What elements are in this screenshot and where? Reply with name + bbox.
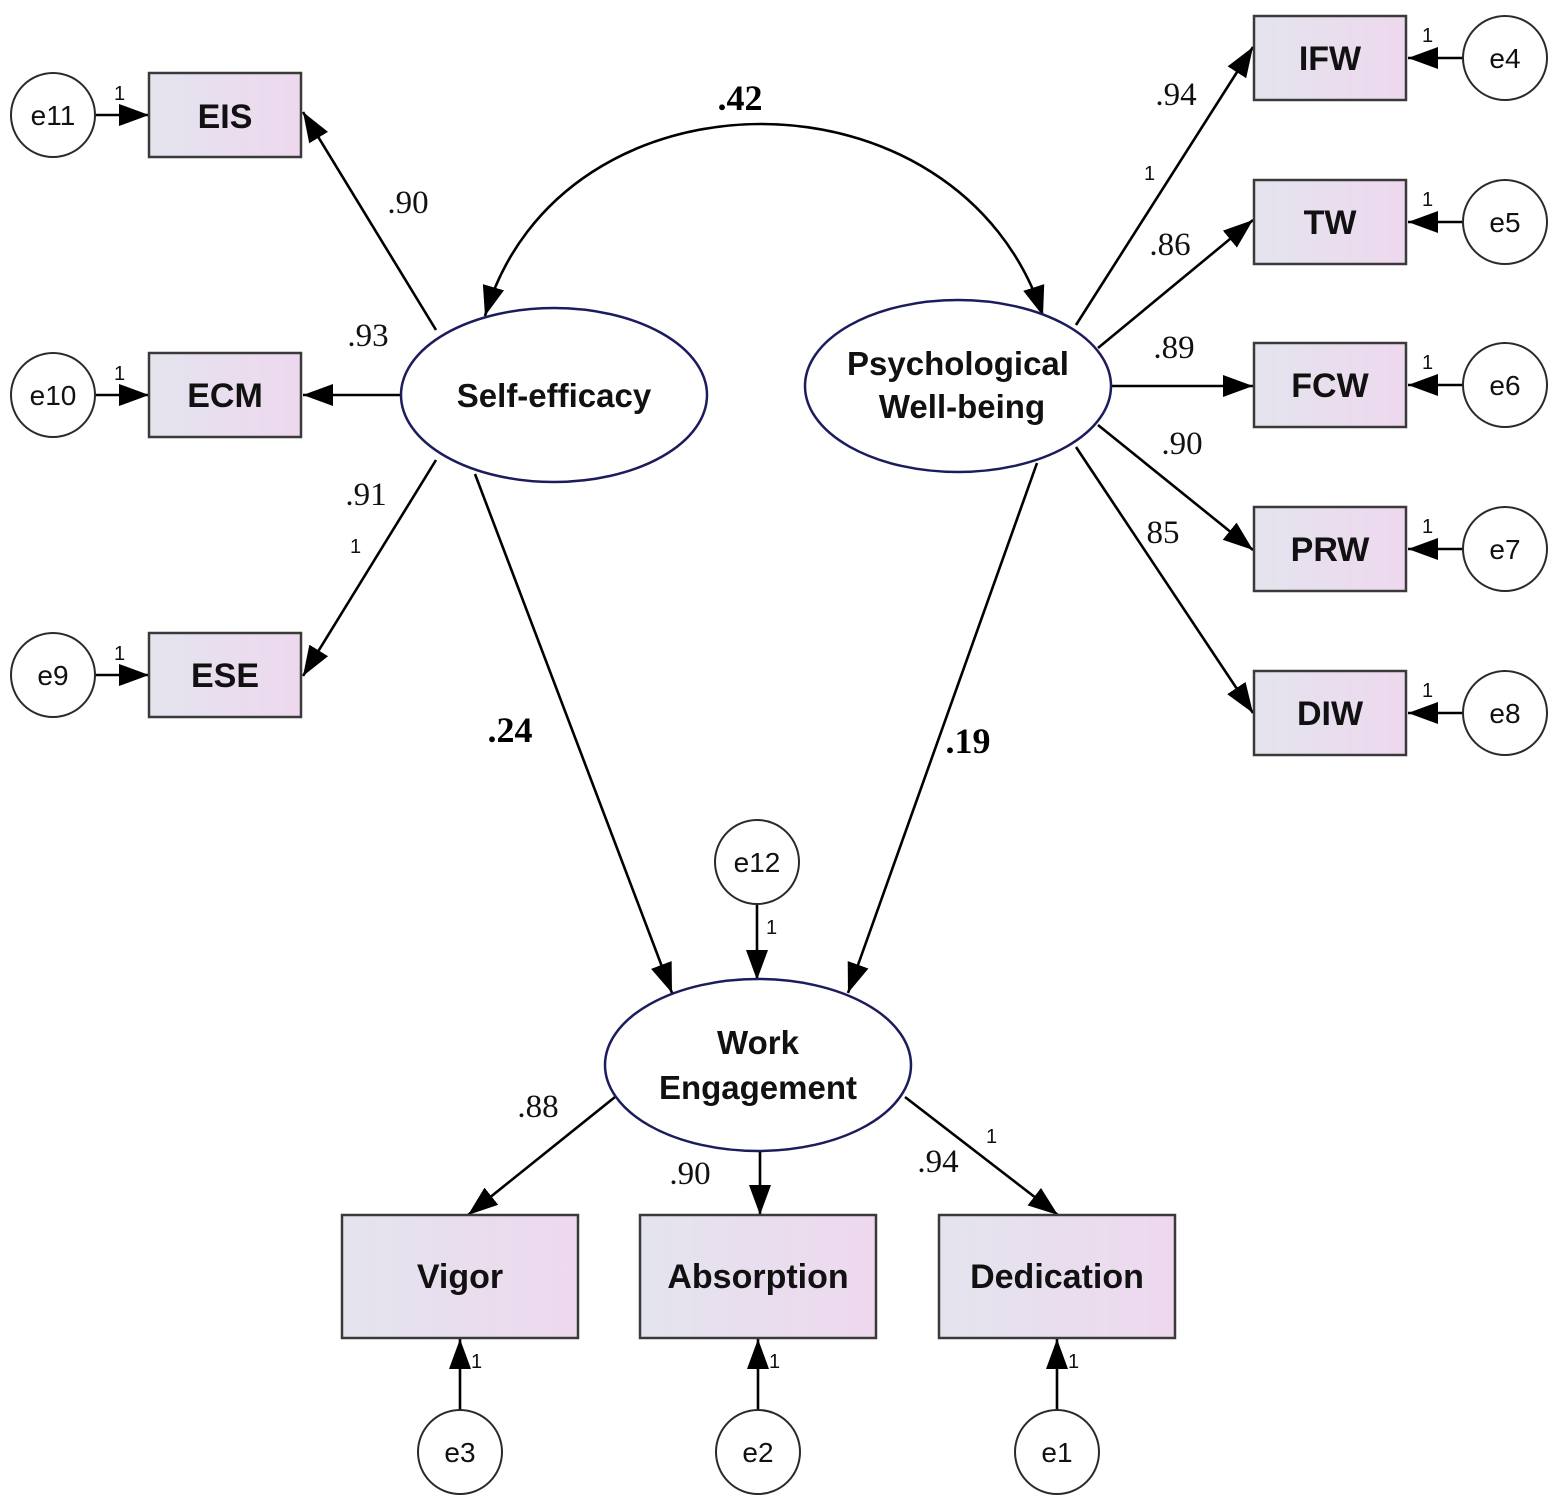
arrow-pwb-we	[846, 462, 1039, 994]
coef-pwb-we: .19	[946, 721, 991, 761]
coef-fcw: .89	[1153, 330, 1194, 366]
svg-text:Vigor: Vigor	[417, 1258, 503, 1296]
svg-text:Self-efficacy: Self-efficacy	[457, 377, 652, 414]
error-e1: e1	[1014, 1409, 1100, 1495]
error-e2: e2	[715, 1409, 801, 1495]
fixed-label-e12: 1	[766, 917, 777, 939]
indicator-ecm: ECM	[147, 351, 303, 439]
svg-text:e12: e12	[734, 847, 781, 878]
fixed-label-e2: 1	[769, 1351, 780, 1373]
coef-covariance: .42	[718, 78, 763, 118]
fixed-label-e10: 1	[114, 363, 125, 385]
svg-text:DIW: DIW	[1297, 695, 1364, 733]
fixed-label-e3: 1	[471, 1351, 482, 1373]
svg-text:TW: TW	[1304, 204, 1358, 242]
svg-text:e9: e9	[37, 660, 68, 691]
latent-work-engagement: Work Engagement	[603, 977, 913, 1153]
coef-prw: .90	[1161, 426, 1202, 462]
arrow-pwb-ifw	[1074, 46, 1255, 326]
error-e5: e5	[1462, 179, 1548, 265]
fixed-label-ese-loading: 1	[350, 536, 361, 558]
indicator-diw: DIW	[1252, 669, 1408, 757]
error-e8: e8	[1462, 670, 1548, 756]
svg-text:e6: e6	[1489, 370, 1520, 401]
error-e12: e12	[714, 819, 800, 905]
coef-vigor: .88	[517, 1089, 558, 1125]
fixed-label-e7: 1	[1422, 516, 1433, 538]
fixed-label-e8: 1	[1422, 680, 1433, 702]
arrow-pwb-tw	[1097, 218, 1254, 350]
covariance-arc	[482, 122, 1045, 317]
indicator-eis: EIS	[147, 71, 303, 159]
svg-text:FCW: FCW	[1291, 367, 1369, 405]
coef-absorption: .90	[669, 1156, 710, 1192]
arrow-se-ese	[301, 459, 438, 677]
arrow-we-vigor	[467, 1095, 616, 1217]
svg-text:e1: e1	[1041, 1437, 1072, 1468]
fixed-label-ifw-loading: 1	[1144, 163, 1155, 185]
svg-text:IFW: IFW	[1299, 40, 1362, 78]
latent-psychological-well-being: Psychological Well-being	[803, 298, 1113, 474]
svg-text:Engagement: Engagement	[659, 1069, 857, 1106]
error-e6: e6	[1462, 342, 1548, 428]
arrow-pwb-prw	[1097, 423, 1254, 552]
arrow-se-eis	[301, 111, 438, 331]
coef-ecm: .93	[347, 318, 388, 354]
svg-text:ECM: ECM	[187, 377, 263, 415]
svg-text:e8: e8	[1489, 698, 1520, 729]
svg-text:Dedication: Dedication	[970, 1258, 1144, 1296]
svg-text:EIS: EIS	[198, 98, 253, 136]
latent-self-efficacy: Self-efficacy	[399, 306, 709, 484]
svg-text:e2: e2	[742, 1437, 773, 1468]
svg-text:Psychological: Psychological	[847, 345, 1069, 382]
fixed-label-e9: 1	[114, 643, 125, 665]
arrow-se-we	[473, 473, 674, 994]
svg-text:e4: e4	[1489, 43, 1520, 74]
arrow-pwb-diw	[1074, 446, 1255, 714]
indicator-ifw: IFW	[1252, 14, 1408, 102]
error-e4: e4	[1462, 15, 1548, 101]
indicator-vigor: Vigor	[340, 1213, 580, 1340]
indicator-dedication: Dedication	[937, 1213, 1177, 1340]
fixed-label-e4: 1	[1422, 25, 1433, 47]
fixed-label-dedication-loading: 1	[986, 1126, 997, 1148]
coef-se-we: .24	[488, 710, 533, 750]
coef-dedication: .94	[917, 1144, 958, 1180]
indicator-ese: ESE	[147, 631, 303, 719]
error-e3: e3	[417, 1409, 503, 1495]
svg-text:e11: e11	[31, 100, 76, 131]
svg-text:e5: e5	[1489, 207, 1520, 238]
svg-text:e3: e3	[444, 1437, 475, 1468]
indicator-prw: PRW	[1252, 505, 1408, 593]
indicator-tw: TW	[1252, 178, 1408, 266]
svg-text:Work: Work	[717, 1024, 800, 1061]
svg-text:Absorption: Absorption	[667, 1258, 848, 1296]
coef-ese: .91	[345, 477, 386, 513]
svg-text:ESE: ESE	[191, 657, 259, 695]
svg-text:e10: e10	[30, 380, 77, 411]
svg-text:PRW: PRW	[1291, 531, 1371, 569]
fixed-label-e1: 1	[1068, 1351, 1079, 1373]
error-e10: e10	[10, 352, 96, 438]
fixed-label-e5: 1	[1422, 189, 1433, 211]
fixed-label-e6: 1	[1422, 352, 1433, 374]
indicator-absorption: Absorption	[638, 1213, 878, 1340]
coef-tw: .86	[1149, 227, 1190, 263]
coef-ifw: .94	[1155, 77, 1196, 113]
arrow-we-dedication	[904, 1095, 1059, 1217]
coef-diw: 85	[1147, 515, 1180, 551]
indicator-fcw: FCW	[1252, 341, 1408, 429]
svg-text:e7: e7	[1489, 534, 1520, 565]
fixed-label-e11: 1	[114, 83, 125, 105]
svg-text:Well-being: Well-being	[879, 388, 1045, 425]
error-e11: e11	[10, 72, 96, 158]
coef-eis: .90	[387, 185, 428, 221]
error-e9: e9	[10, 632, 96, 718]
error-e7: e7	[1462, 506, 1548, 592]
